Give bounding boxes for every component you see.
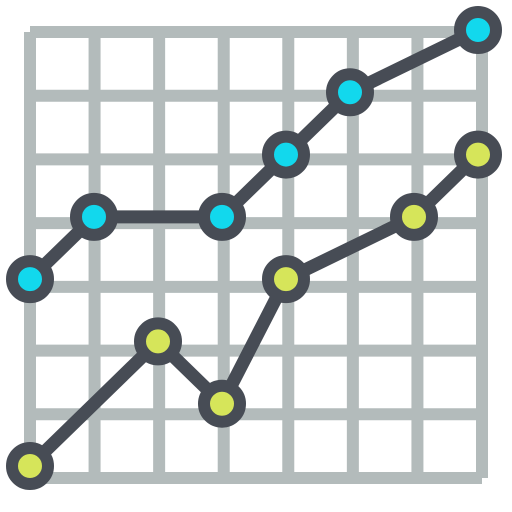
- data-point: [70, 192, 118, 241]
- data-point: [198, 379, 246, 428]
- data-point: [6, 442, 54, 490]
- data-point: [6, 255, 54, 304]
- data-point: [454, 130, 502, 179]
- data-point: [198, 192, 246, 241]
- data-point: [454, 6, 502, 54]
- data-point: [390, 192, 438, 241]
- data-point: [262, 130, 310, 179]
- data-point: [262, 255, 310, 304]
- data-point: [326, 68, 374, 117]
- chart-grid: [24, 26, 488, 484]
- series-bottom: [6, 130, 502, 490]
- data-point: [134, 317, 182, 366]
- chart-series: [6, 6, 502, 490]
- series-top: [6, 6, 502, 304]
